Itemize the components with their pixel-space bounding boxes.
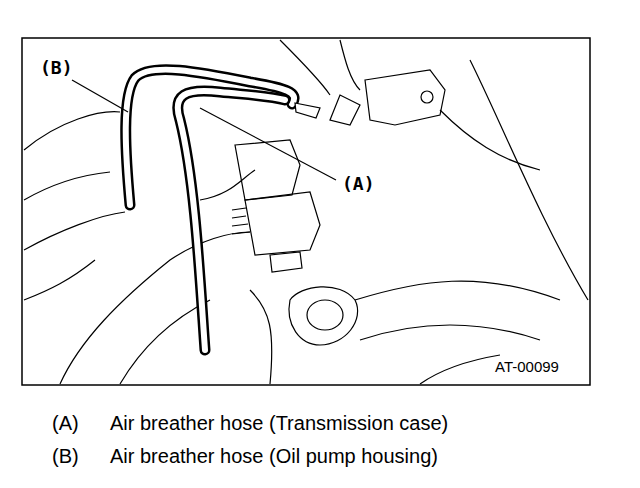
key-letter: (B) — [52, 445, 79, 467]
callout-letter: (A) — [340, 174, 377, 194]
leader-lines — [72, 80, 336, 180]
key-description: Air breather hose (Oil pump housing) — [110, 445, 438, 467]
figure-code: AT-00099 — [493, 359, 561, 376]
callout-letter: (B) — [38, 58, 75, 78]
background-parts — [24, 40, 588, 384]
air-breather-hose-a — [178, 91, 285, 350]
hose-fitting — [295, 103, 320, 118]
key-description: Air breather hose (Transmission case) — [110, 412, 448, 434]
key-letter: (A) — [52, 412, 79, 434]
figure-frame — [22, 38, 590, 385]
